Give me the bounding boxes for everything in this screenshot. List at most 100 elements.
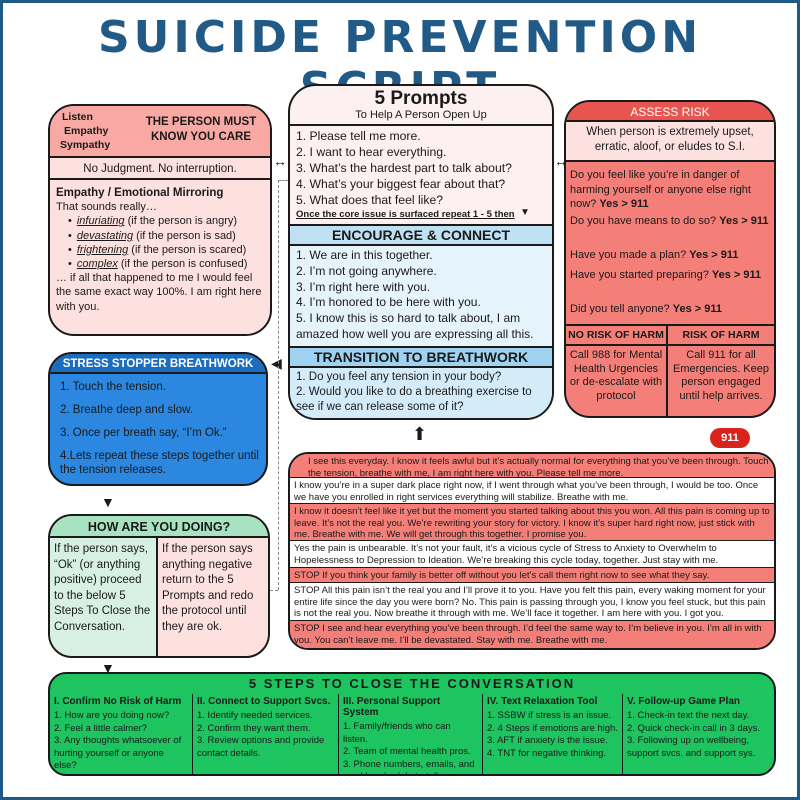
risk-split: NO RISK OF HARM Call 988 for Mental Heal… — [566, 324, 774, 416]
badge-911: 911 — [710, 428, 750, 448]
transition-list: 1. Do you feel any tension in your body?… — [296, 370, 548, 414]
empathy-item: frightening (if the person is scared) — [68, 243, 268, 257]
breathwork-step: 3. Once per breath say, “I’m Ok.” — [60, 427, 227, 439]
how-title: HOW ARE YOU DOING? — [50, 516, 268, 538]
transition-item: 1. Do you feel any tension in your body? — [296, 371, 502, 383]
prompt-item: 1. Please tell me more. — [296, 129, 421, 143]
empathy-list: infuriating (if the person is angry) dev… — [56, 214, 268, 271]
empathy-item: infuriating (if the person is angry) — [68, 214, 268, 228]
step-item: 3. Phone numbers, emails, and weekly sch… — [343, 758, 475, 775]
how-are-you-box: HOW ARE YOU DOING? If the person says, “… — [48, 514, 270, 658]
encourage-list: 1. We are in this together. 2. I’m not g… — [296, 248, 548, 343]
script-row: STOP If you think your family is better … — [290, 568, 774, 583]
transition-item: 2. Would you like to do a breathing exer… — [296, 385, 532, 413]
no-risk-text: Call 988 for Mental Health Urgencies or … — [569, 349, 663, 402]
script-row: Yes the pain is unbearable. It’s not you… — [290, 541, 774, 568]
no-judgment-text: No Judgment. No interruption. — [50, 158, 270, 180]
encourage-item: 3. I’m right here with you. — [296, 279, 431, 294]
step-title: IV. Text Relaxation Tool — [487, 696, 598, 707]
prompt-item: 2. I want to hear everything. — [296, 145, 447, 159]
arrow-left-right-icon: ↔ — [273, 153, 287, 169]
script-row: I see this everyday. I know it feels awf… — [290, 454, 774, 479]
encourage-title: ENCOURAGE & CONNECT — [290, 226, 552, 246]
step-column: II. Connect to Support Svcs. 1. Identify… — [192, 694, 338, 774]
les-listen: Listen — [62, 111, 93, 123]
step-title: II. Connect to Support Svcs. — [197, 696, 331, 707]
step-item: 3. Following up on wellbeing, support sv… — [627, 735, 756, 759]
step-item: 1. SSBW if stress is an issue. — [487, 710, 612, 721]
empathy-closing: … if all that happened to me I would fee… — [56, 272, 262, 313]
arrow-left-right-icon: ↔ — [554, 153, 568, 169]
empathy-intro: That sounds really… — [56, 201, 157, 214]
risk-question: Do you feel like you’re in danger of har… — [570, 169, 751, 210]
listen-title: THE PERSON MUST KNOW YOU CARE — [145, 116, 257, 143]
step-item: 2. Quick check-in call in 3 days. — [627, 722, 761, 734]
breathwork-steps: 1. Touch the tension. 2. Breathe deep an… — [60, 380, 260, 484]
empathy-heading: Empathy / Emotional Mirroring — [56, 187, 224, 199]
prompt-item: 3. What’s the hardest part to talk about… — [296, 161, 512, 175]
step-item: 4. TNT for negative thinking. — [487, 747, 606, 759]
step-column: V. Follow-up Game Plan 1. Check-in text … — [622, 694, 774, 774]
prompts-title: 5 Prompts — [374, 88, 468, 109]
no-risk-title: NO RISK OF HARM — [566, 326, 666, 346]
prompt-item: 4. What’s your biggest fear about that? — [296, 177, 506, 191]
how-ok-text: If the person says, “Ok” (or anything po… — [50, 538, 158, 656]
no-risk-column: NO RISK OF HARM Call 988 for Mental Heal… — [566, 326, 668, 416]
risk-question: Did you tell anyone? Yes > 911 — [570, 303, 722, 315]
encourage-item: 1. We are in this together. — [296, 248, 433, 262]
transition-title: TRANSITION TO BREATHWORK — [290, 348, 552, 368]
breathwork-step: 1. Touch the tension. — [60, 381, 166, 393]
step-item: 1. Family/friends who can listen. — [343, 721, 451, 745]
breathwork-title: STRESS STOPPER BREATHWORK — [50, 354, 266, 374]
empathy-item: devastating (if the person is sad) — [68, 229, 268, 243]
breathwork-box: STRESS STOPPER BREATHWORK 1. Touch the t… — [48, 352, 268, 486]
step-item: 2. Feel a little calmer? — [54, 722, 147, 734]
arrow-up-icon: ⬆ — [412, 424, 428, 444]
les-empathy: Empathy — [64, 125, 109, 137]
arrow-down-icon: ▼ — [101, 494, 115, 510]
dashed-connector — [278, 180, 288, 181]
encourage-section: ENCOURAGE & CONNECT 1. We are in this to… — [290, 224, 552, 346]
step-column: I. Confirm No Risk of Harm 1. How are yo… — [50, 694, 192, 774]
risk-question: Have you made a plan? Yes > 911 — [570, 249, 739, 261]
step-item: 2. 4 Steps if emotions are high. — [487, 722, 618, 734]
prompts-box: 5 Prompts To Help A Person Open Up 1. Pl… — [288, 84, 554, 420]
empathy-item: complex (if the person is confused) — [68, 257, 268, 271]
breathwork-step: 2. Breathe deep and slow. — [60, 404, 193, 416]
risk-title: RISK OF HARM — [668, 326, 774, 346]
step-column: IV. Text Relaxation Tool 1. SSBW if stre… — [482, 694, 622, 774]
les-acronym: Listen Empathy Sympathy — [54, 110, 110, 152]
steps-title: 5 STEPS TO CLOSE THE CONVERSATION — [248, 676, 576, 691]
les-sympathy: Sympathy — [60, 139, 111, 151]
encourage-item: 4. I’m honored to be here with you. — [296, 295, 481, 310]
risk-question: Have you started preparing? Yes > 911 — [570, 269, 762, 281]
scripts-box: I see this everyday. I know it feels awf… — [288, 452, 776, 650]
step-item: 2. Team of mental health pros. — [343, 746, 471, 757]
listen-empathy-box: Listen Empathy Sympathy THE PERSON MUST … — [48, 104, 272, 336]
step-title: I. Confirm No Risk of Harm — [54, 696, 182, 707]
script-row: I know you’re in a super dark place righ… — [290, 478, 774, 504]
risk-text: Call 911 for all Emergencies. Keep perso… — [673, 349, 769, 402]
empathy-section: Empathy / Emotional Mirroring That sound… — [56, 186, 268, 314]
arrow-down-icon: ▼ — [101, 660, 115, 676]
step-item: 3. Any thoughts whatsoever of hurting yo… — [54, 735, 182, 771]
script-row: I know it doesn’t feel like it yet but t… — [290, 504, 774, 541]
script-row: STOP I see and hear everything you’ve be… — [290, 621, 774, 648]
step-item: 3. AFT if anxiety is the issue. — [487, 735, 608, 746]
encourage-item: 2. I’m not going anywhere. — [296, 263, 437, 278]
step-item: 3. Review options and provide contact de… — [197, 735, 325, 759]
step-column: III. Personal Support System 1. Family/f… — [338, 694, 482, 775]
step-item: 1. Check-in text the next day. — [627, 710, 750, 721]
risk-column: RISK OF HARM Call 911 for all Emergencie… — [668, 326, 774, 416]
assess-intro: When person is extremely upset, erratic,… — [566, 122, 774, 162]
breathwork-step: 4.Lets repeat these steps together until… — [60, 450, 259, 476]
assess-risk-box: ASSESS RISK When person is extremely ups… — [564, 100, 776, 418]
step-item: 2. Confirm they want them. — [197, 722, 311, 734]
prompts-list: 1. Please tell me more. 2. I want to hea… — [290, 124, 552, 224]
close-steps-box: 5 STEPS TO CLOSE THE CONVERSATION I. Con… — [48, 672, 776, 776]
step-item: 1. How are you doing now? — [54, 710, 170, 721]
step-title: V. Follow-up Game Plan — [627, 696, 740, 707]
transition-section: TRANSITION TO BREATHWORK 1. Do you feel … — [290, 346, 552, 418]
prompts-subtitle: To Help A Person Open Up — [355, 109, 487, 121]
